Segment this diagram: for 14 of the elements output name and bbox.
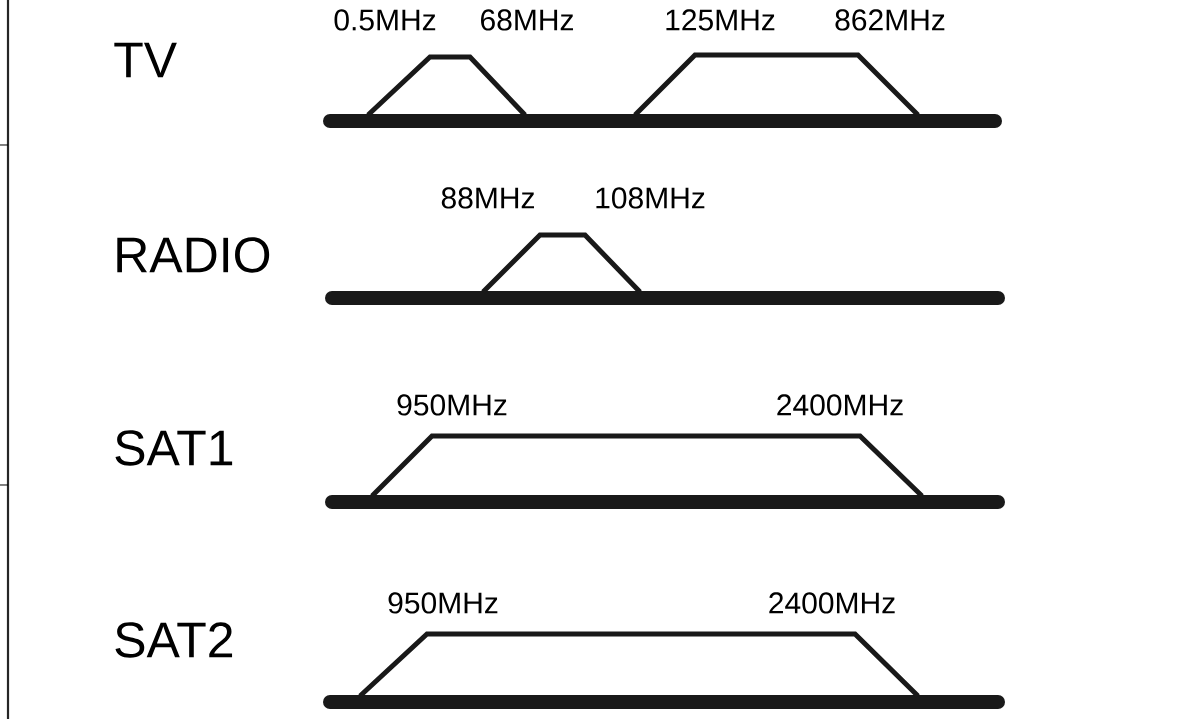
band-name: SAT1: [115, 430, 233, 466]
band-name: TV: [114, 42, 177, 78]
frequency-label: 68MHz: [481, 9, 573, 31]
band-name: SAT2: [115, 622, 233, 658]
frequency-label: 88MHz: [441, 187, 534, 209]
frequency-label: 862MHz: [835, 9, 945, 31]
frequency-label: 950MHz: [397, 394, 507, 416]
frequency-label: 2400MHz: [777, 394, 903, 416]
frequency-label: 0.5MHz: [334, 9, 436, 31]
frequency-label: 108MHz: [596, 187, 705, 209]
frequency-label: 2400MHz: [769, 592, 895, 614]
frequency-label: 950MHz: [388, 592, 498, 614]
band-name: RADIO: [117, 237, 270, 273]
frequency-label: 125MHz: [666, 9, 775, 31]
